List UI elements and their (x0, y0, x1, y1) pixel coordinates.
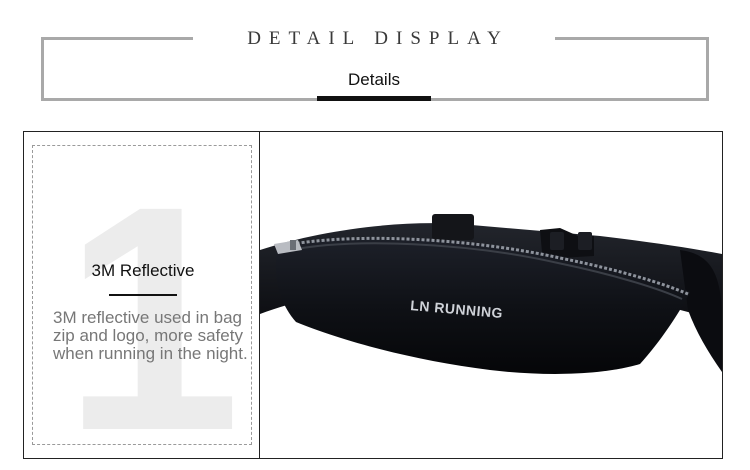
product-image: LN RUNNING (260, 132, 722, 458)
section-subtitle: Details (348, 70, 400, 89)
panel-divider (259, 131, 260, 459)
belt-bag-illustration: LN RUNNING (260, 214, 722, 374)
feature-numeral: 1 (63, 145, 241, 445)
subtitle-underline (317, 96, 431, 101)
section-title: DETAIL DISPLAY (193, 27, 555, 51)
feature-card: 1 3M Reflective 3M reflective used in ba… (32, 145, 252, 445)
feature-title-rule (109, 294, 177, 296)
feature-description: 3M reflective used in bag zip and logo, … (53, 308, 248, 363)
detail-panel (23, 131, 723, 459)
feature-title: 3M Reflective (91, 261, 195, 280)
